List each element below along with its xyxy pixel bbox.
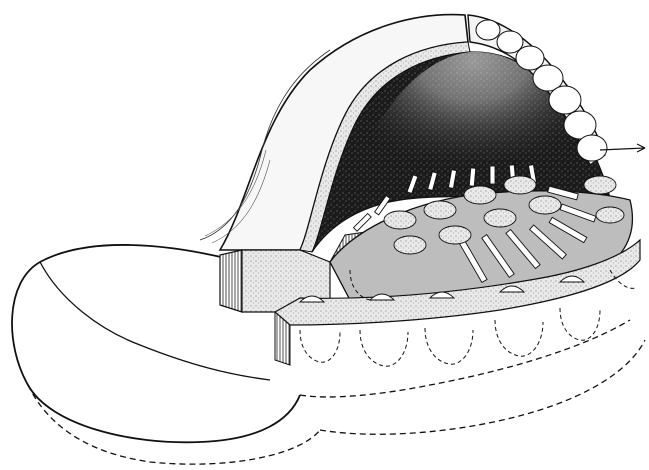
cutaway-illustration [0, 0, 649, 470]
